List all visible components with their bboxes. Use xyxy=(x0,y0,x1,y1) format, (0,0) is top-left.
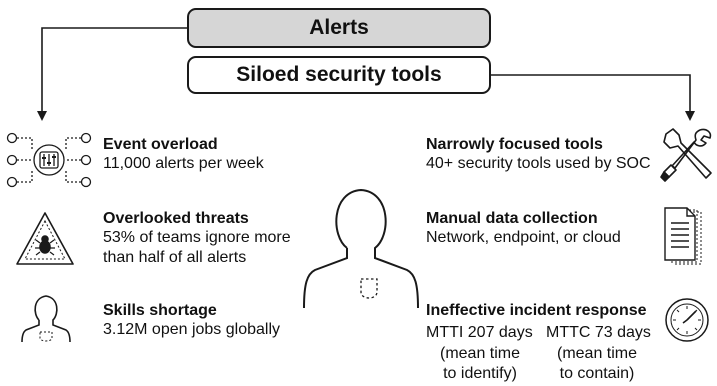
tools-icon xyxy=(660,126,714,186)
incident-response-item: Ineffective incident response xyxy=(426,301,647,320)
skills-person-icon xyxy=(20,292,72,348)
siloed-tools-box: Siloed security tools xyxy=(187,56,491,94)
mtti-note-line-2: to identify) xyxy=(443,365,517,382)
mttc-note-line-2: to contain) xyxy=(559,365,635,382)
clock-icon xyxy=(664,297,710,343)
document-icon xyxy=(663,207,711,265)
incident-response-title: Ineffective incident response xyxy=(426,302,647,319)
mtti-label: MTTI 207 days xyxy=(426,324,533,341)
alerts-label: Alerts xyxy=(309,16,369,39)
mtti-note-line-1: (mean time xyxy=(439,345,521,362)
event-overload-text: 11,000 alerts per week xyxy=(103,155,264,172)
overlooked-threats-item: Overlooked threats 53% of teams ignore m… xyxy=(103,209,291,268)
event-overload-title: Event overload xyxy=(103,136,218,153)
narrow-tools-text: 40+ security tools used by SOC xyxy=(426,155,651,172)
manual-collection-text: Network, endpoint, or cloud xyxy=(426,229,621,246)
overlooked-threats-line-2: than half of all alerts xyxy=(103,249,247,266)
right-arrow xyxy=(491,74,695,121)
center-person-icon xyxy=(301,186,421,310)
mttc-note: (mean time to contain) xyxy=(547,344,647,384)
skills-shortage-item: Skills shortage 3.12M open jobs globally xyxy=(103,301,280,340)
siloed-tools-label: Siloed security tools xyxy=(236,63,442,86)
skills-shortage-text: 3.12M open jobs globally xyxy=(103,321,281,338)
manual-collection-title: Manual data collection xyxy=(426,210,598,227)
overlooked-threats-line-1: 53% of teams ignore more xyxy=(103,229,291,246)
mttc-note-line-1: (mean time xyxy=(556,345,638,362)
event-flow-icon xyxy=(4,132,94,188)
alerts-box: Alerts xyxy=(187,8,491,48)
event-overload-item: Event overload 11,000 alerts per week xyxy=(103,135,264,174)
warning-bug-icon xyxy=(14,210,76,268)
overlooked-threats-title: Overlooked threats xyxy=(103,210,249,227)
mtti-note: (mean time to identify) xyxy=(430,344,530,384)
left-arrow xyxy=(37,27,187,121)
manual-collection-item: Manual data collection Network, endpoint… xyxy=(426,209,621,248)
skills-shortage-title: Skills shortage xyxy=(103,302,217,319)
narrow-tools-title: Narrowly focused tools xyxy=(426,136,603,153)
narrow-tools-item: Narrowly focused tools 40+ security tool… xyxy=(426,135,651,174)
mttc-label: MTTC 73 days xyxy=(546,324,651,341)
